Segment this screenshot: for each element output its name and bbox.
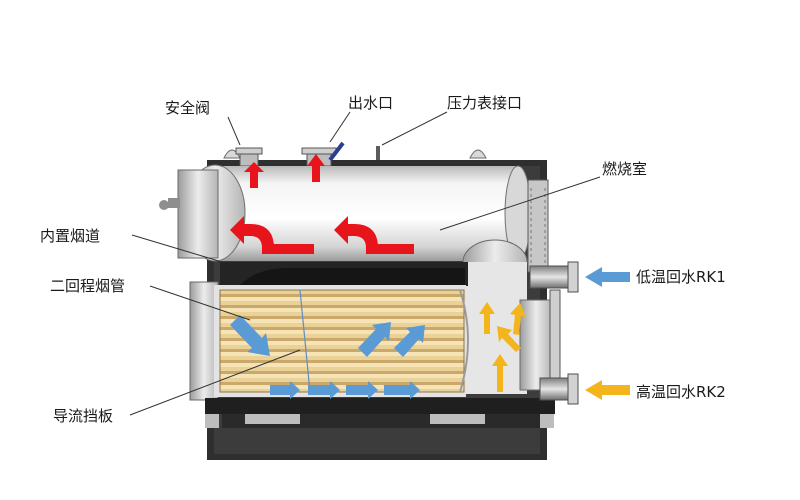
smoke-arrow-base-4: [384, 381, 420, 399]
leader-safety-valve: [227, 116, 241, 146]
leader-built-in-flue: [131, 234, 223, 263]
leader-combustion-chamber: [439, 176, 601, 231]
smoke-arrow-up-right-1: [358, 322, 391, 357]
label-pressure-gauge-port: 压力表接口: [447, 94, 523, 112]
return-flow-arrows: [479, 302, 630, 400]
label-safety-valve: 安全阀: [165, 99, 211, 117]
flue-return-arrow-1: [230, 216, 274, 252]
label-second-pass-smoke-tubes: 二回程烟管: [50, 277, 126, 295]
flow-baffle-line: [299, 289, 311, 393]
leader-water-outlet: [329, 111, 351, 143]
safety-valve-up-arrow: [244, 162, 264, 188]
leader-lines: [129, 111, 601, 416]
high-temp-return-pipe: [539, 373, 579, 405]
label-water-outlet: 出水口: [348, 94, 394, 112]
base-skid: [205, 398, 555, 428]
label-combustion-chamber: 燃烧室: [602, 160, 648, 178]
return-arrow-up-1: [479, 302, 495, 334]
low-temp-inlet-arrow: [585, 267, 630, 287]
return-arrow-up-3: [492, 354, 508, 392]
high-temp-inlet-arrow: [585, 380, 630, 400]
rear-return-chamber: [462, 239, 561, 401]
smoke-arrow-base-2: [308, 381, 340, 399]
label-built-in-flue: 内置烟道: [40, 227, 101, 245]
label-flow-baffle: 导流挡板: [53, 407, 114, 425]
flue-return-arrow-2: [334, 216, 378, 252]
smoke-flow-arrows: [230, 315, 425, 399]
smoke-arrow-base-1: [270, 381, 300, 399]
smoke-arrow-base-3: [346, 381, 378, 399]
flue-return-arrow-2-tail: [366, 244, 414, 254]
label-high-temp-return: 高温回水RK2: [636, 383, 726, 401]
leader-smoke-tubes: [149, 285, 251, 321]
safety-valve-nozzle: [235, 147, 263, 167]
hot-flow-arrows: [230, 154, 414, 254]
leader-flow-baffle: [129, 349, 301, 416]
low-temp-return-pipe: [529, 261, 579, 293]
flue-return-arrow-1-tail: [262, 244, 314, 254]
return-arrow-up-2: [510, 303, 526, 335]
top-lugs: [223, 146, 487, 160]
smoke-arrow-up-right-2: [394, 325, 425, 357]
tube-bank-housing: [189, 281, 469, 401]
return-arrow-diag: [497, 326, 521, 352]
leader-pressure-gauge: [381, 111, 448, 146]
water-outlet-up-arrow: [307, 154, 325, 182]
smoke-arrow-down-left: [230, 315, 270, 356]
label-low-temp-return: 低温回水RK1: [636, 268, 726, 286]
